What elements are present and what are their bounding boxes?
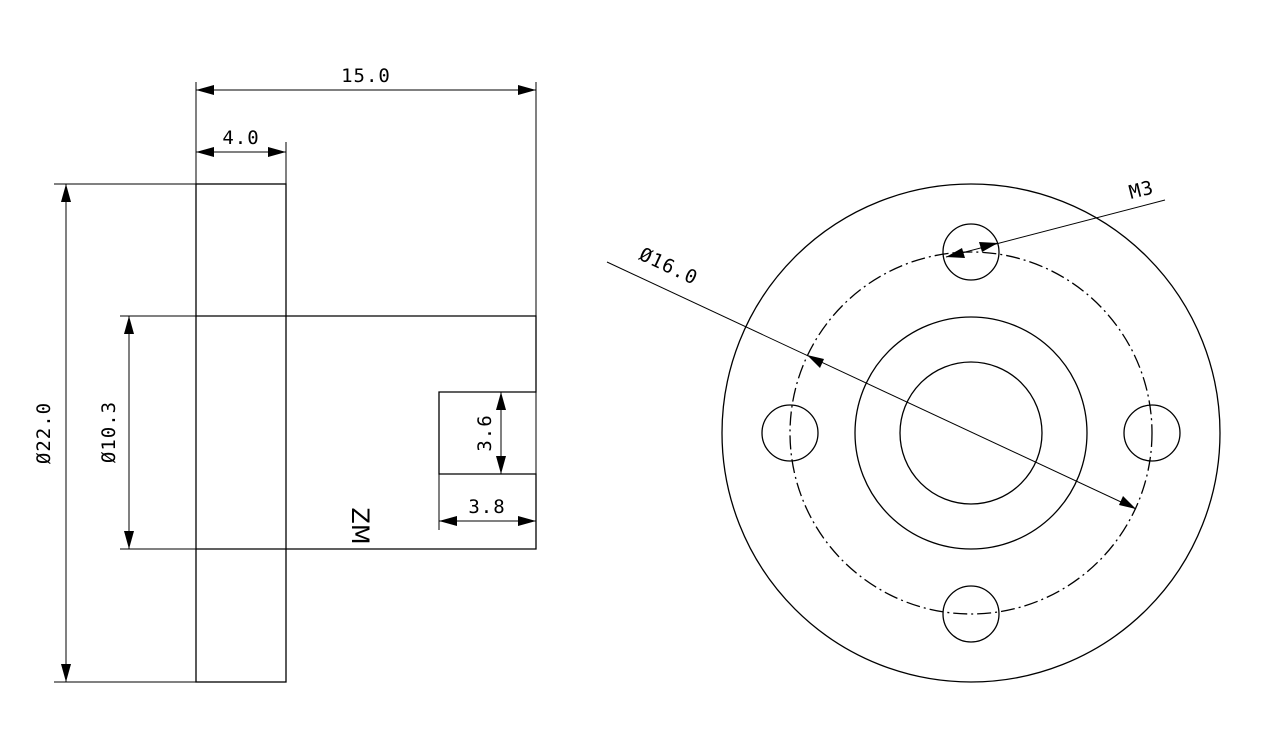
arrow [518,516,536,526]
side-view: 15.0 4.0 Ø22.0 Ø10.3 3.6 3.8 ZM [33,65,537,683]
bolt-circle [789,251,1153,615]
dim-slot-height-label: 3.6 [474,414,496,451]
dim-flange-thickness-label: 4.0 [222,127,259,149]
arrow [979,242,998,252]
arrow [496,392,506,410]
arrow [124,316,134,334]
front-view: Ø16.0 M3 [606,176,1221,683]
arrow [946,248,965,258]
mounting-hole-bottom [942,585,1000,643]
arrow [196,147,214,157]
leader-hole-thread [945,199,1166,258]
arrow [61,184,71,202]
dim-flange-diameter-label: Ø22.0 [33,402,55,464]
dim-slot-depth-label: 3.8 [468,496,505,518]
body-outline [286,315,537,550]
dim-bolt-circle-label: Ø16.0 [636,243,702,289]
arrow [268,147,286,157]
body-circle [854,316,1088,550]
mounting-hole-left [761,404,819,462]
flange-outer-circle [721,183,1221,683]
dim-line-bolt-circle [606,261,1137,510]
arrow [807,355,824,368]
engraved-marking: ZM [346,507,374,544]
arrow [196,85,214,95]
flange-outline [195,183,287,683]
arrow [496,456,506,474]
dim-length-label: 15.0 [341,65,391,87]
mounting-hole-top [942,223,1000,281]
arrow [439,516,457,526]
arrow [61,664,71,682]
arrow [518,85,536,95]
mounting-hole-right [1123,404,1181,462]
bore-circle [899,361,1043,505]
arrow [1119,496,1136,509]
dim-body-diameter-label: Ø10.3 [98,401,120,463]
arrow [124,531,134,549]
hole-thread-label: M3 [1127,176,1156,203]
